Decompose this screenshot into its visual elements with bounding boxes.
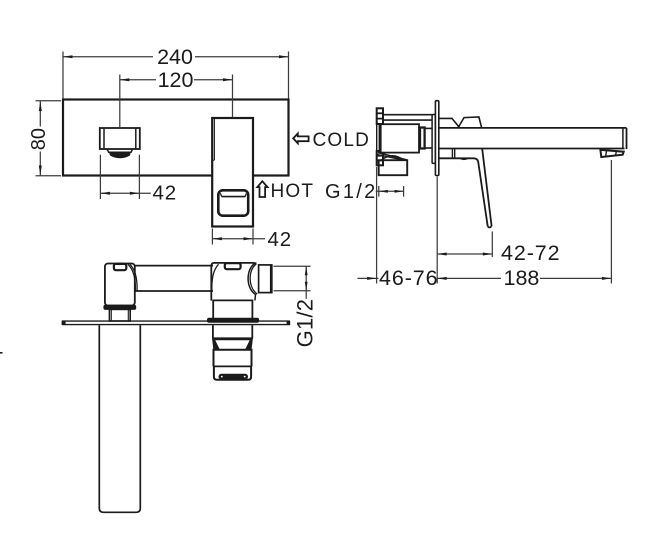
svg-text:COLD: COLD bbox=[313, 130, 371, 151]
svg-text:G1/2: G1/2 bbox=[293, 299, 318, 348]
svg-text:80: 80 bbox=[28, 128, 50, 150]
svg-text:42-72: 42-72 bbox=[501, 241, 561, 265]
svg-text:G1/2: G1/2 bbox=[325, 181, 378, 203]
svg-text:42: 42 bbox=[268, 228, 292, 251]
svg-text:188: 188 bbox=[504, 266, 540, 290]
svg-text:46-76: 46-76 bbox=[379, 266, 439, 290]
svg-text:HOT: HOT bbox=[271, 181, 315, 202]
svg-text:120: 120 bbox=[158, 68, 194, 92]
svg-text:42: 42 bbox=[153, 182, 177, 205]
svg-text:240: 240 bbox=[157, 45, 193, 69]
